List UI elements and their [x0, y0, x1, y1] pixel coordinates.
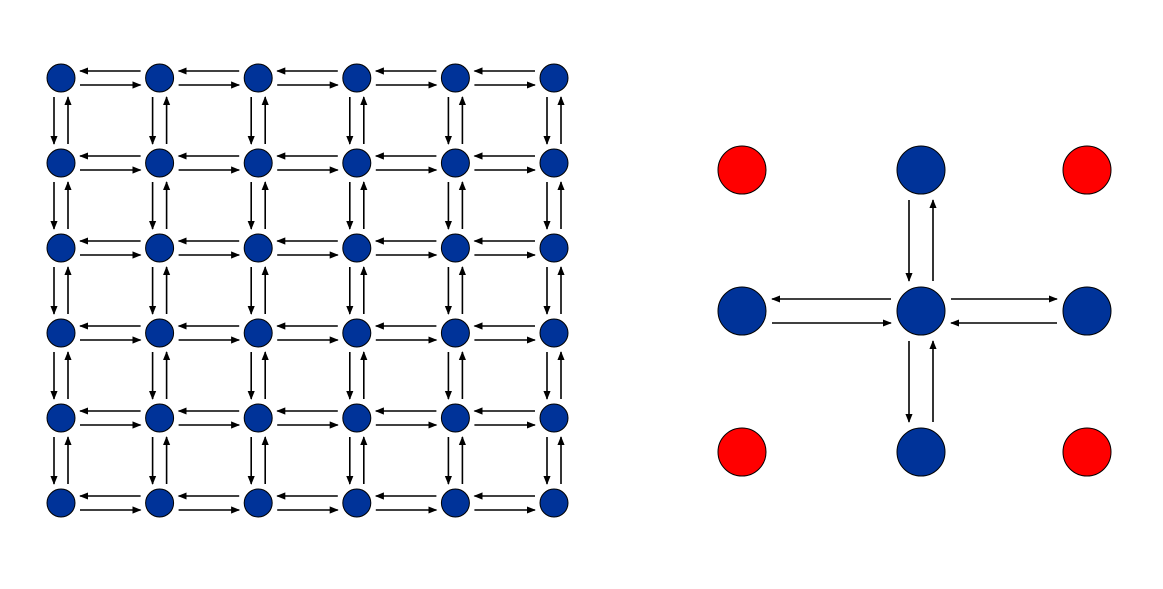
grid-node — [440, 318, 470, 348]
neighborhood-nodes — [717, 145, 1112, 477]
neighbor-node-top — [896, 145, 946, 195]
diagonal-node-top-left — [717, 145, 767, 195]
grid-node — [342, 403, 372, 433]
diagonal-node-bottom-left — [717, 427, 767, 477]
grid-node — [145, 318, 175, 348]
neighbor-node-left — [717, 286, 767, 336]
grid-node — [440, 488, 470, 518]
grid-node — [46, 148, 76, 178]
grid-node — [539, 148, 569, 178]
grid-node — [145, 148, 175, 178]
grid-node — [440, 233, 470, 263]
grid-node — [243, 318, 273, 348]
grid-node — [440, 63, 470, 93]
grid-node — [46, 403, 76, 433]
grid-node — [145, 63, 175, 93]
grid-node — [243, 233, 273, 263]
grid-node — [243, 148, 273, 178]
grid-node — [46, 318, 76, 348]
grid-node — [539, 63, 569, 93]
diagonal-node-bottom-right — [1062, 427, 1112, 477]
grid-links — [50, 67, 565, 514]
diagonal-node-top-right — [1062, 145, 1112, 195]
grid-node — [539, 403, 569, 433]
neighbor-node-right — [1062, 286, 1112, 336]
grid-node — [243, 488, 273, 518]
grid-node — [46, 233, 76, 263]
grid-node — [342, 318, 372, 348]
grid-node — [145, 488, 175, 518]
neighbor-node-bottom — [896, 427, 946, 477]
neighborhood-links — [771, 199, 1058, 423]
grid-node — [539, 233, 569, 263]
grid-node — [46, 488, 76, 518]
grid-node — [243, 63, 273, 93]
grid-node — [342, 63, 372, 93]
center-node — [896, 286, 946, 336]
grid-node — [243, 403, 273, 433]
grid-node — [440, 403, 470, 433]
grid-node — [539, 318, 569, 348]
grid-node — [145, 233, 175, 263]
grid-node — [145, 403, 175, 433]
grid-node — [342, 148, 372, 178]
grid-nodes — [46, 63, 569, 518]
grid-node — [440, 148, 470, 178]
grid-node — [342, 233, 372, 263]
grid-node — [46, 63, 76, 93]
grid-node — [539, 488, 569, 518]
grid-node — [342, 488, 372, 518]
